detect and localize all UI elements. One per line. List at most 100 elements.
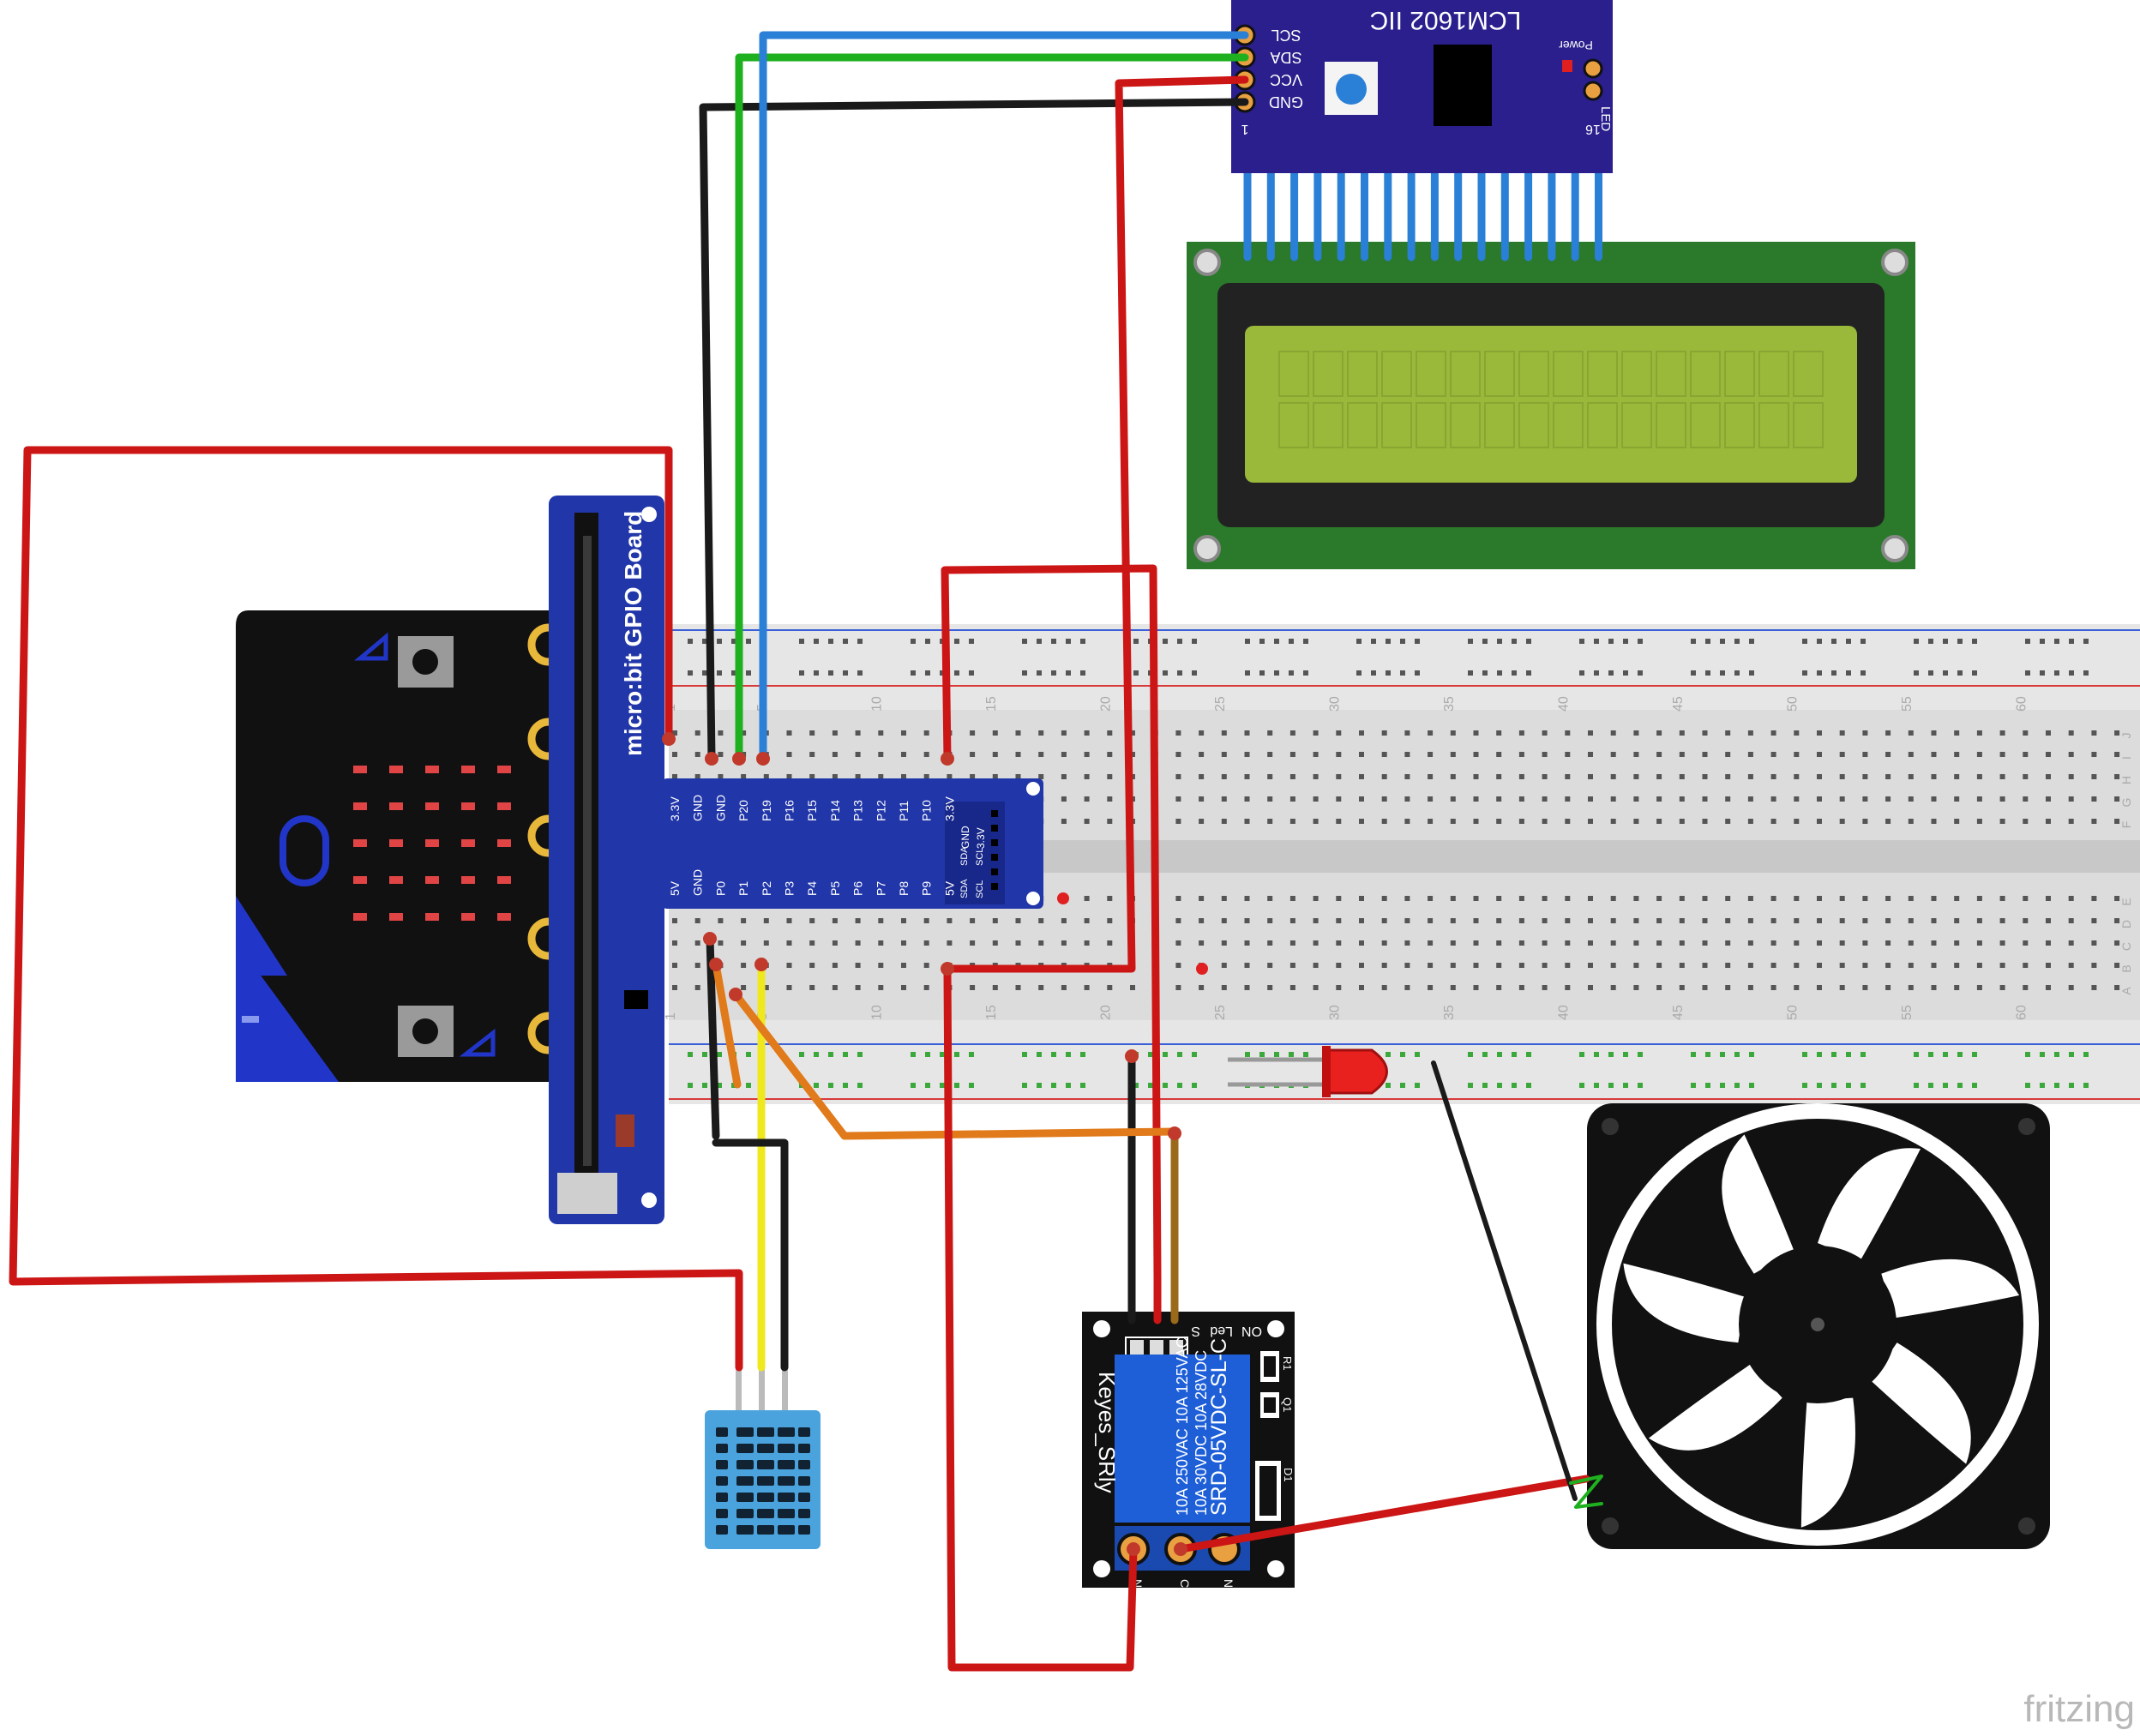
breadboard-hole[interactable] — [1336, 774, 1342, 779]
rail-hole[interactable] — [746, 1083, 751, 1088]
breadboard-hole[interactable] — [855, 918, 861, 923]
rail-hole[interactable] — [2054, 1052, 2059, 1057]
breadboard-hole[interactable] — [1542, 940, 1548, 946]
breadboard-hole[interactable] — [1656, 819, 1662, 824]
rail-hole[interactable] — [1914, 639, 1919, 644]
breadboard-hole[interactable] — [1130, 985, 1135, 990]
rail-hole[interactable] — [1468, 1083, 1473, 1088]
breadboard-hole[interactable] — [1107, 940, 1113, 946]
rail-hole[interactable] — [1415, 670, 1420, 676]
breadboard-hole[interactable] — [694, 940, 700, 946]
rail-hole[interactable] — [1594, 670, 1599, 676]
breadboard-hole[interactable] — [1428, 918, 1434, 923]
breadboard-hole[interactable] — [1244, 819, 1250, 824]
wire-endpoint[interactable] — [941, 752, 954, 766]
breadboard-hole[interactable] — [1633, 730, 1639, 736]
rail-hole[interactable] — [1303, 1052, 1308, 1057]
rail-hole[interactable] — [1860, 639, 1866, 644]
breadboard-hole[interactable] — [1359, 918, 1364, 923]
breadboard-hole[interactable] — [1542, 796, 1548, 802]
breadboard-hole[interactable] — [1702, 918, 1708, 923]
breadboard-hole[interactable] — [1976, 752, 1982, 757]
rail-hole[interactable] — [1022, 639, 1027, 644]
rail-hole[interactable] — [1289, 1052, 1294, 1057]
breadboard-hole[interactable] — [1221, 896, 1227, 901]
breadboard-hole[interactable] — [923, 730, 929, 736]
button-a-cap[interactable] — [412, 649, 438, 675]
breadboard-hole[interactable] — [1450, 774, 1456, 779]
breadboard-hole[interactable] — [1221, 774, 1227, 779]
breadboard-hole[interactable] — [1038, 940, 1044, 946]
breadboard-hole[interactable] — [786, 940, 792, 946]
breadboard-hole[interactable] — [2068, 918, 2074, 923]
breadboard-hole[interactable] — [1175, 940, 1181, 946]
rail-hole[interactable] — [1259, 670, 1265, 676]
breadboard-hole[interactable] — [1770, 819, 1776, 824]
rail-hole[interactable] — [843, 639, 848, 644]
rail-hole[interactable] — [925, 1083, 930, 1088]
breadboard-hole[interactable] — [1679, 774, 1685, 779]
breadboard-hole[interactable] — [1747, 819, 1753, 824]
rail-hole[interactable] — [843, 670, 848, 676]
breadboard-hole[interactable] — [1702, 752, 1708, 757]
breadboard-hole[interactable] — [2114, 730, 2120, 736]
breadboard-hole[interactable] — [1976, 896, 1982, 901]
button-b-cap[interactable] — [412, 1018, 438, 1044]
breadboard-hole[interactable] — [1817, 819, 1822, 824]
rail-hole[interactable] — [954, 1052, 959, 1057]
breadboard-hole[interactable] — [1404, 940, 1410, 946]
breadboard-hole[interactable] — [2091, 730, 2097, 736]
breadboard-hole[interactable] — [1770, 774, 1776, 779]
breadboard-hole[interactable] — [1656, 985, 1662, 990]
breadboard-hole[interactable] — [855, 940, 861, 946]
breadboard-hole[interactable] — [1565, 796, 1571, 802]
breadboard-hole[interactable] — [878, 752, 884, 757]
rail-hole[interactable] — [1943, 1052, 1948, 1057]
breadboard-hole[interactable] — [1107, 730, 1113, 736]
breadboard-hole[interactable] — [809, 963, 815, 968]
breadboard-hole[interactable] — [2023, 985, 2029, 990]
breadboard-hole[interactable] — [1702, 819, 1708, 824]
breadboard-hole[interactable] — [1999, 918, 2005, 923]
breadboard-hole[interactable] — [1817, 963, 1822, 968]
breadboard-hole[interactable] — [1656, 896, 1662, 901]
breadboard-hole[interactable] — [1084, 985, 1090, 990]
breadboard-hole[interactable] — [786, 963, 792, 968]
rail-hole[interactable] — [1860, 670, 1866, 676]
rail-hole[interactable] — [1608, 1052, 1614, 1057]
breadboard-hole[interactable] — [1518, 918, 1524, 923]
breadboard-hole[interactable] — [694, 918, 700, 923]
rail-hole[interactable] — [688, 670, 693, 676]
gpio-side-pin[interactable] — [991, 825, 998, 832]
breadboard-hole[interactable] — [1221, 752, 1227, 757]
breadboard-hole[interactable] — [1289, 896, 1295, 901]
breadboard-hole[interactable] — [992, 918, 998, 923]
breadboard-hole[interactable] — [992, 985, 998, 990]
wire-fan-negative[interactable] — [1431, 1060, 1578, 1501]
breadboard-hole[interactable] — [901, 918, 906, 923]
gpio-side-pin[interactable] — [991, 854, 998, 861]
wire-fan-connector[interactable] — [1569, 1475, 1603, 1509]
breadboard-hole[interactable] — [878, 963, 884, 968]
breadboard-hole[interactable] — [947, 774, 953, 779]
breadboard-hole[interactable] — [923, 752, 929, 757]
breadboard-hole[interactable] — [2046, 896, 2051, 901]
breadboard-hole[interactable] — [1289, 796, 1295, 802]
breadboard-hole[interactable] — [2068, 963, 2074, 968]
gpio-side-pin[interactable] — [991, 868, 998, 875]
wire-endpoint[interactable] — [756, 752, 770, 766]
rail-hole[interactable] — [1415, 639, 1420, 644]
breadboard-hole[interactable] — [1313, 752, 1319, 757]
rail-hole[interactable] — [1623, 670, 1628, 676]
breadboard-hole[interactable] — [992, 940, 998, 946]
breadboard-hole[interactable] — [1450, 985, 1456, 990]
rail-hole[interactable] — [1943, 639, 1948, 644]
breadboard-hole[interactable] — [1381, 730, 1387, 736]
breadboard-hole[interactable] — [1450, 796, 1456, 802]
breadboard-hole[interactable] — [1885, 774, 1891, 779]
rail-hole[interactable] — [2069, 1052, 2074, 1057]
breadboard-hole[interactable] — [2023, 896, 2029, 901]
breadboard-hole[interactable] — [1289, 985, 1295, 990]
rail-hole[interactable] — [1705, 1052, 1710, 1057]
rail-hole[interactable] — [1148, 1052, 1153, 1057]
